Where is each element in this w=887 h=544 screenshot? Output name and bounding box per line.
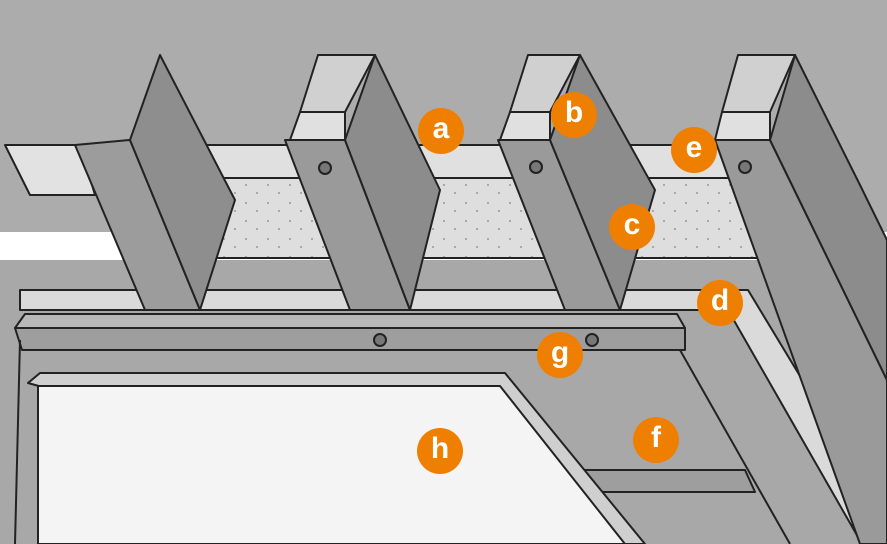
membrane-strip-left xyxy=(4,144,96,196)
batten-top xyxy=(14,313,686,329)
label-f: f xyxy=(633,417,679,463)
joist-1 xyxy=(74,54,236,311)
label-d: d xyxy=(697,280,743,326)
label-b: b xyxy=(551,92,597,138)
bolt xyxy=(738,160,752,174)
ceiling-sheet xyxy=(19,289,887,544)
bolt xyxy=(318,161,332,175)
label-a: a xyxy=(418,108,464,154)
label-h: h xyxy=(417,428,463,474)
label-e: e xyxy=(671,127,717,173)
plasterboard xyxy=(37,385,626,544)
joist-4 xyxy=(714,54,887,544)
label-c: c xyxy=(609,204,655,250)
joist-2 xyxy=(284,54,441,311)
bolt xyxy=(529,160,543,174)
insulation xyxy=(149,177,791,259)
frame-edge xyxy=(14,339,21,544)
batten-front xyxy=(14,327,686,351)
bolt xyxy=(585,333,599,347)
frame-edge xyxy=(679,349,791,544)
bolt xyxy=(373,333,387,347)
label-g: g xyxy=(537,332,583,378)
